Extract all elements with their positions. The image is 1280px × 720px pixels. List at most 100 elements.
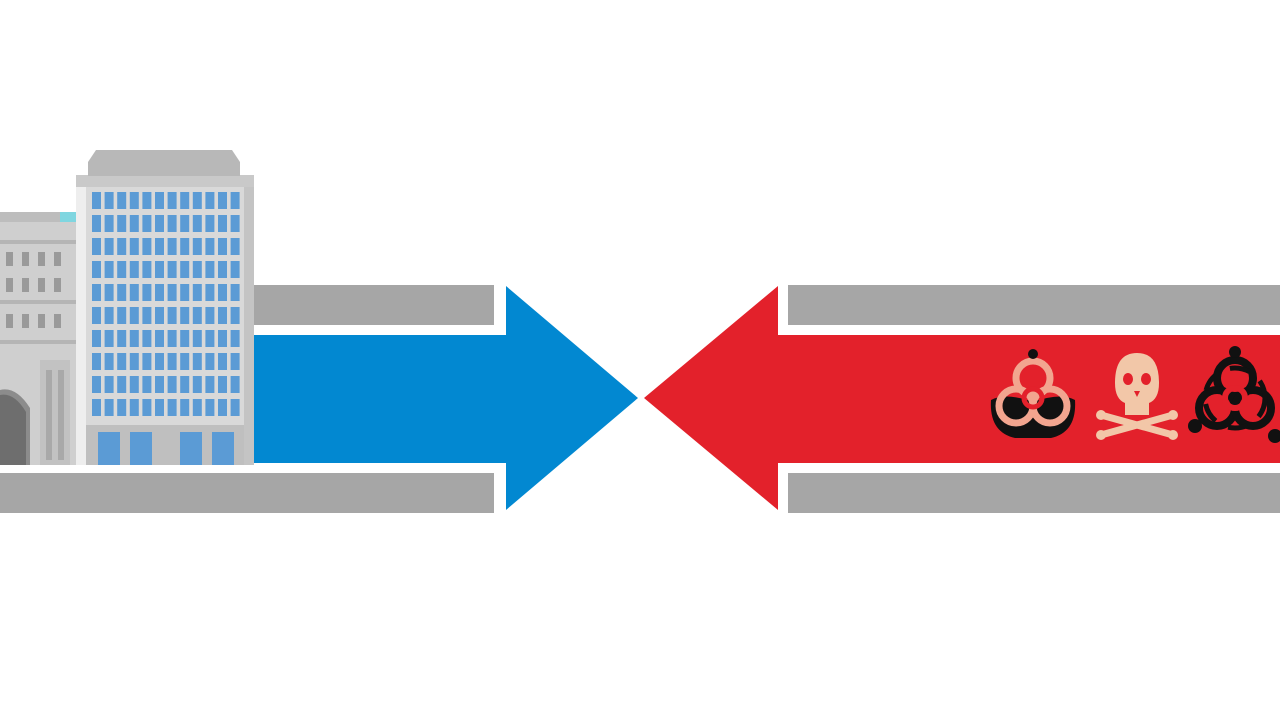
window-pane: [180, 399, 190, 416]
window-pane: [192, 376, 202, 393]
window-pane: [218, 215, 227, 232]
window-pane: [218, 284, 227, 301]
window-pane: [205, 284, 215, 301]
window-pane: [230, 376, 240, 393]
window-pane: [205, 192, 215, 209]
window-pane: [117, 261, 127, 278]
window-pane: [129, 376, 139, 393]
window-pane: [129, 353, 139, 370]
window-pane: [142, 376, 152, 393]
window-pane: [117, 192, 127, 209]
window-pane: [192, 215, 202, 232]
window-pane: [180, 330, 190, 347]
window-pane: [104, 238, 114, 255]
window-pane: [142, 238, 152, 255]
window-pane: [167, 330, 177, 347]
window-pane: [92, 238, 101, 255]
window-pane: [230, 261, 240, 278]
window-pane: [142, 215, 152, 232]
office-building-icon: [76, 150, 254, 465]
window-pane: [92, 399, 101, 416]
window-pane: [192, 261, 202, 278]
window-pane: [92, 261, 101, 278]
window-pane: [92, 284, 101, 301]
window-pane: [167, 215, 177, 232]
window-pane: [205, 399, 215, 416]
window-pane: [230, 192, 240, 209]
window-pane: [104, 284, 114, 301]
window-pane: [104, 353, 114, 370]
window-pane: [180, 238, 190, 255]
biohazard-icon: [1188, 346, 1280, 443]
window-pane: [230, 215, 240, 232]
window-pane: [129, 215, 139, 232]
window-pane: [104, 192, 114, 209]
window-pane: [218, 192, 227, 209]
window-pane: [92, 353, 101, 370]
window-pane: [129, 192, 139, 209]
window-pane: [230, 330, 240, 347]
building-entrances: [98, 432, 234, 465]
window-pane: [117, 330, 127, 347]
window-pane: [155, 192, 164, 209]
window-pane: [205, 353, 215, 370]
window-pane: [142, 399, 152, 416]
window-pane: [192, 399, 202, 416]
window-pane: [104, 376, 114, 393]
window-pane: [192, 353, 202, 370]
window-pane: [218, 399, 227, 416]
old-building-icon: [0, 212, 80, 465]
road-right-bottom: [788, 473, 1280, 513]
window-pane: [142, 261, 152, 278]
window-pane: [142, 284, 152, 301]
biohazard-icon: [990, 349, 1076, 438]
window-pane: [142, 353, 152, 370]
window-pane: [192, 192, 202, 209]
window-pane: [129, 330, 139, 347]
window-pane: [180, 192, 190, 209]
window-pane: [167, 376, 177, 393]
road-right-top: [788, 285, 1280, 325]
window-pane: [218, 238, 227, 255]
window-pane: [117, 215, 127, 232]
building-windows: [92, 192, 240, 416]
road-left-bottom: [0, 473, 494, 513]
road-left-top: [254, 285, 494, 325]
window-pane: [230, 353, 240, 370]
window-pane: [180, 376, 190, 393]
skull-crossbones-icon: [1096, 353, 1178, 440]
window-pane: [180, 261, 190, 278]
window-pane: [129, 284, 139, 301]
window-pane: [129, 307, 139, 324]
window-pane: [155, 261, 164, 278]
window-pane: [167, 399, 177, 416]
window-pane: [155, 330, 164, 347]
window-pane: [92, 330, 101, 347]
window-pane: [142, 330, 152, 347]
window-pane: [155, 399, 164, 416]
window-pane: [205, 307, 215, 324]
window-pane: [104, 215, 114, 232]
window-pane: [129, 399, 139, 416]
window-pane: [117, 284, 127, 301]
window-pane: [92, 215, 101, 232]
threat-arrow: [644, 286, 1280, 510]
window-pane: [180, 353, 190, 370]
window-pane: [180, 284, 190, 301]
window-pane: [167, 261, 177, 278]
window-pane: [205, 215, 215, 232]
window-pane: [205, 261, 215, 278]
window-pane: [218, 307, 227, 324]
window-pane: [129, 238, 139, 255]
window-pane: [117, 238, 127, 255]
window-pane: [192, 307, 202, 324]
window-pane: [218, 330, 227, 347]
window-pane: [104, 307, 114, 324]
inbound-arrow: [254, 286, 638, 510]
window-pane: [129, 261, 139, 278]
window-pane: [230, 307, 240, 324]
window-pane: [230, 284, 240, 301]
window-pane: [218, 353, 227, 370]
window-pane: [167, 307, 177, 324]
